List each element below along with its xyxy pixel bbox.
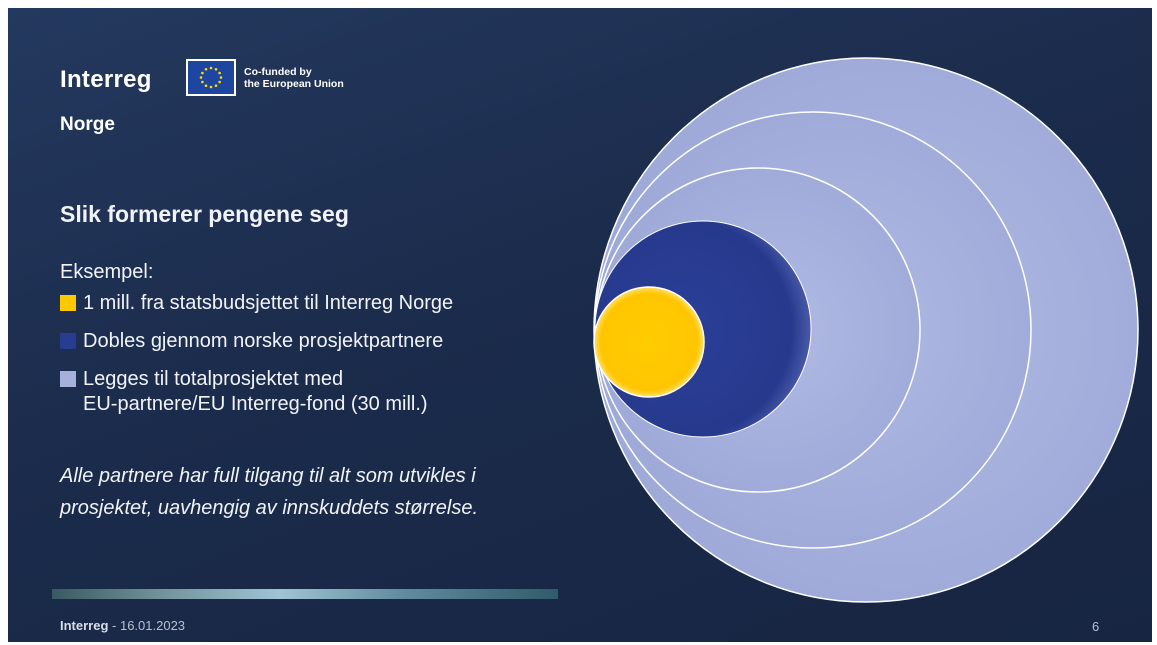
slide: Interreg Co-fun bbox=[8, 8, 1152, 642]
yellow-square-icon bbox=[60, 295, 76, 311]
photo-strip bbox=[52, 589, 558, 599]
circle-yellow bbox=[593, 286, 705, 398]
dark-blue-square-icon bbox=[60, 333, 76, 349]
legend-text: 1 mill. fra statsbudsjettet til Interreg… bbox=[83, 292, 454, 314]
cofunded-text: Co-funded by the European Union bbox=[244, 66, 384, 90]
eu-stars-icon bbox=[199, 66, 223, 89]
nested-circles-diagram bbox=[593, 57, 1139, 603]
footer-brand: Interreg bbox=[60, 618, 109, 633]
logo-subtitle: Norge bbox=[60, 114, 115, 135]
note-line-1: Alle partnere har full tilgang til alt s… bbox=[60, 465, 476, 487]
cofunded-line-2: the European Union bbox=[244, 78, 344, 90]
note-line-2: prosjektet, uavhengig av innskuddets stø… bbox=[60, 497, 478, 519]
footer-date: - 16.01.2023 bbox=[108, 618, 186, 633]
example-label: Eksempel: bbox=[60, 261, 154, 283]
footer: Interreg - 16.01.2023 bbox=[60, 618, 185, 633]
legend-text-line-2: EU-partnere/EU Interreg-fond (30 mill.) bbox=[83, 393, 428, 415]
logo-text: Interreg bbox=[60, 66, 152, 93]
page-number: 6 bbox=[1092, 619, 1100, 634]
eu-flag-icon bbox=[186, 59, 236, 96]
note-text: Alle partnere har full tilgang til alt s… bbox=[60, 460, 570, 524]
slide-heading: Slik formerer pengene seg bbox=[60, 201, 349, 227]
cofunded-line-1: Co-funded by bbox=[244, 66, 312, 78]
legend-text: Dobles gjennom norske prosjektpartnere bbox=[83, 330, 444, 352]
legend-text-line-1: Legges til totalprosjektet med bbox=[83, 368, 344, 390]
light-blue-square-icon bbox=[60, 371, 76, 387]
